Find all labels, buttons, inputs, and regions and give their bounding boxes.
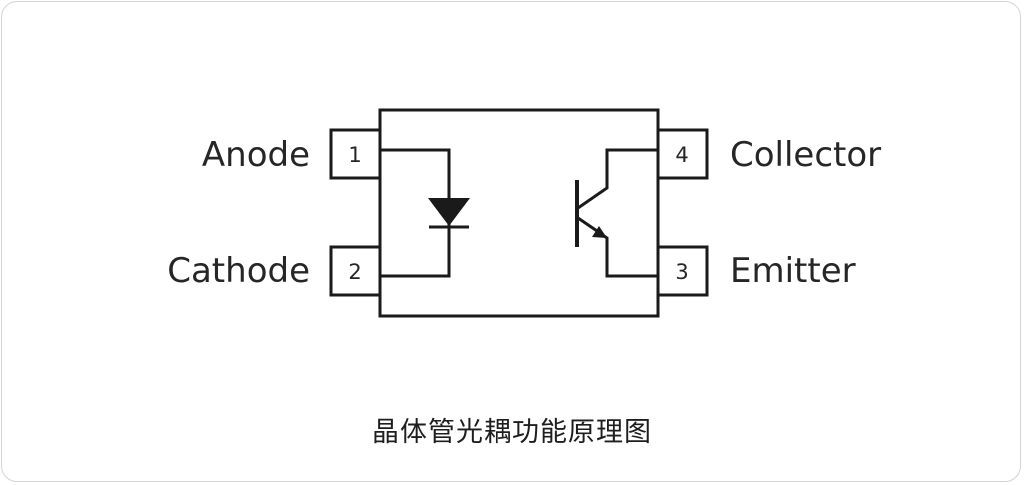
- pin-box-1: [329, 128, 382, 180]
- pin-number-2: 2: [348, 260, 361, 284]
- pin-label-cathode: Cathode: [167, 251, 310, 291]
- pin-box-3: [656, 245, 709, 297]
- diode-icon: [380, 148, 470, 278]
- pin-label-emitter: Emitter: [730, 251, 856, 291]
- pin-number-1: 1: [348, 143, 361, 167]
- diagram-caption: 晶体管光耦功能原理图: [372, 417, 652, 448]
- pin-box-2: [329, 245, 382, 297]
- pin-number-4: 4: [675, 143, 688, 167]
- pin-label-collector: Collector: [730, 135, 881, 175]
- package-body: [378, 108, 660, 318]
- phototransistor-icon: [575, 148, 658, 278]
- pin-number-3: 3: [675, 260, 688, 284]
- pin-label-anode: Anode: [202, 135, 310, 175]
- pin-box-4: [656, 128, 709, 180]
